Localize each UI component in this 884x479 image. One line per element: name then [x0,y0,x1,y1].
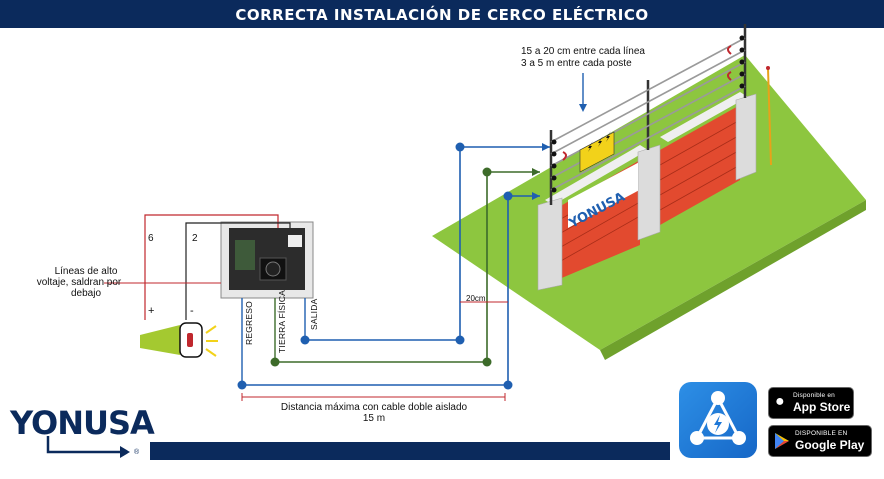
hv-label-line2: voltaje, saldran por [36,277,122,288]
brand-arrow [46,436,122,454]
brand-logo: YONUSA [10,404,155,442]
siren-lens [187,333,193,347]
distance-label-line2: 15 m [362,413,386,424]
google-play-small: DISPONIBLE EN [795,430,848,437]
tensioner-right-1 [727,45,732,55]
wire-regreso-blue [242,195,540,386]
tensioner-right-2 [727,71,732,81]
distance-label-line1: Distancia máxima con cable doble aislado [280,402,468,413]
lightning-icon [588,131,611,152]
app-store-small: Disponible en [793,392,835,399]
insulators [551,35,745,193]
app-network-icon [690,391,746,445]
google-play-button[interactable]: DISPONIBLE EN Google Play [768,425,872,457]
wire-2-label: 2 [192,233,198,244]
tierra-label: TIERRA FÍSICA [277,289,287,353]
app-store-button[interactable]: ● Disponible en App Store [768,387,854,419]
wall-sign [568,162,638,228]
app-store-big: App Store [793,400,851,414]
energizer-board [235,240,255,270]
wire-6-label: 6 [148,233,154,244]
wall-right-top [660,92,748,142]
pillar-mid [637,144,661,241]
gap-label: 20cm [466,294,486,303]
wire-6-red [144,214,279,320]
hv-label-line3: debajo [70,288,102,299]
ground-rod [767,67,772,166]
grass-edge [600,200,866,360]
pillar-left [537,197,563,291]
apple-icon: ● [775,393,785,410]
tensioner-left [562,151,567,161]
salida-label: SALIDA [309,298,319,330]
siren-rays [205,325,218,357]
warning-sign [579,131,615,173]
energizer-terminal [288,235,302,247]
regreso-label: REGRESO [244,301,254,345]
plus-label: + [148,305,155,317]
wire-salida-blue [305,146,550,341]
google-play-icon [775,433,789,449]
app-icon[interactable] [679,382,757,458]
pillar-right [735,93,757,181]
junction-dots [237,142,513,390]
arrowheads [532,143,550,200]
spacing-label-line1: 15 a 20 cm entre cada línea [521,46,645,57]
energizer-coil [265,261,281,277]
header-bar [0,0,884,28]
wire-2-black [185,222,291,320]
page-title: CORRECTA INSTALACIÓN DE CERCO ELÉCTRICO [235,6,649,24]
siren-body [140,325,180,355]
hv-label-line1: Líneas de alto [54,266,118,277]
ground-rod-top [766,66,770,70]
brand-arrowhead [120,446,130,458]
google-play-big: Google Play [795,438,865,452]
brand-registered: ® [134,449,140,456]
spacing-label-line2: 3 a 5 m entre cada poste [521,58,632,69]
footer-bar [150,442,670,460]
wall-left-top [545,145,648,205]
wall-right-front [660,105,740,225]
minus-label: - [190,305,194,317]
wire-tierra-green [275,171,540,363]
